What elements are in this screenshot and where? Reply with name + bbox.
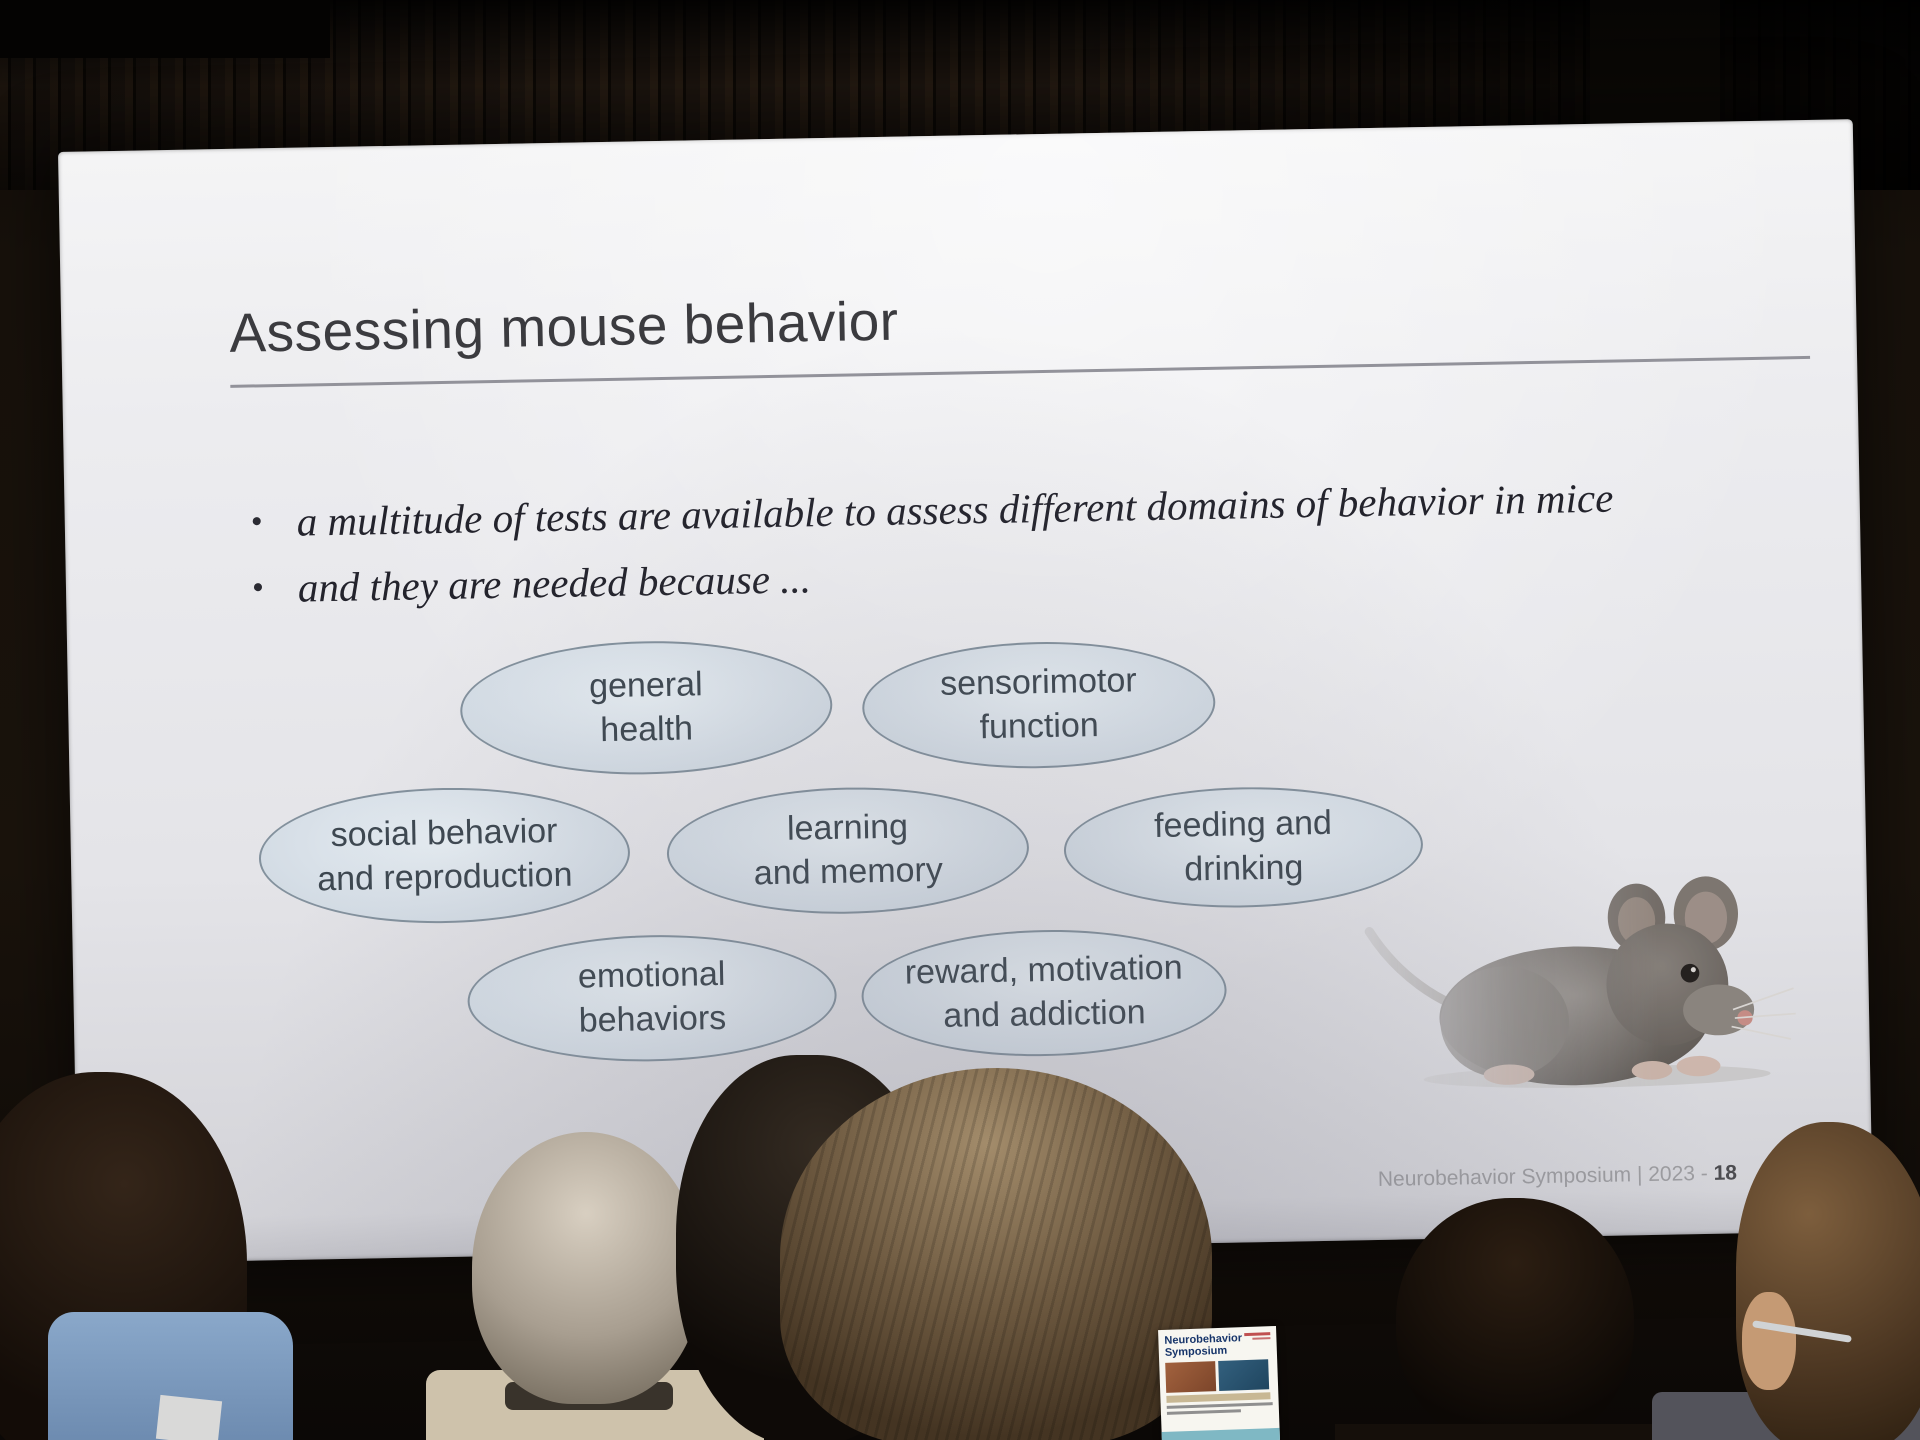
audience-white-tee: [155, 1394, 223, 1440]
flyer-image: [1218, 1359, 1270, 1392]
mouse-illustration: [1364, 876, 1796, 1088]
bullet-item: • a multitude of tests are available to …: [250, 471, 1651, 549]
bullet-list: • a multitude of tests are available to …: [250, 471, 1652, 629]
ceiling-dark-corner: [0, 0, 330, 58]
oval-general-health: general health: [459, 637, 834, 778]
bullet-item: • and they are needed because ...: [252, 537, 1653, 615]
audience-tan-jacket: [426, 1370, 764, 1440]
flyer-footer-band: [1161, 1427, 1280, 1440]
bullet-marker: •: [251, 569, 265, 607]
footer-text: Neurobehavior Symposium | 2023 -: [1377, 1161, 1714, 1191]
ceiling-panel-gap: [1590, 0, 1720, 125]
oval-learning-memory: learning and memory: [665, 784, 1031, 917]
flyer-title: Neurobehavior Symposium: [1164, 1332, 1243, 1359]
laser-pointer-dot: [1091, 1168, 1113, 1190]
flyer-images: [1165, 1359, 1272, 1394]
audience-dark-collar: [505, 1382, 673, 1410]
slide-footer: Neurobehavior Symposium | 2023 - 18: [1307, 1161, 1738, 1193]
bullet-marker: •: [250, 503, 264, 541]
flyer-band: [1166, 1392, 1271, 1404]
audience-shoulder-right: [1335, 1424, 1665, 1440]
audience-ear: [1742, 1292, 1796, 1390]
oval-emotional-behaviors: emotional behaviors: [466, 931, 838, 1065]
audience-blue-shirt: [48, 1312, 293, 1440]
title-underline: [230, 355, 1811, 388]
flyer-red-mark: [1252, 1337, 1271, 1340]
mouse-photo: [1356, 825, 1801, 1113]
bullet-text: a multitude of tests are available to as…: [296, 474, 1614, 545]
audience-shoulder-far-right: [1652, 1392, 1920, 1440]
glasses-icon: [1752, 1320, 1852, 1343]
flyer-image: [1165, 1361, 1217, 1394]
projection-screen: Assessing mouse behavior • a multitude o…: [58, 119, 1874, 1264]
oval-social-behavior: social behavior and reproduction: [257, 784, 632, 927]
flyer-red-mark: [1244, 1332, 1271, 1337]
symposium-flyer: Neurobehavior Symposium: [1158, 1325, 1280, 1440]
footer-page-number: 18: [1713, 1161, 1738, 1185]
bullet-text: and they are needed because ...: [297, 555, 812, 611]
oval-sensorimotor-function: sensorimotor function: [861, 638, 1217, 772]
flyer-text-line: [1166, 1409, 1242, 1416]
slide-title: Assessing mouse behavior: [228, 289, 900, 364]
oval-reward-motivation: reward, motivation and addiction: [860, 926, 1228, 1060]
flyer-text-line: [1166, 1402, 1273, 1410]
audience-neck: [132, 1262, 232, 1342]
